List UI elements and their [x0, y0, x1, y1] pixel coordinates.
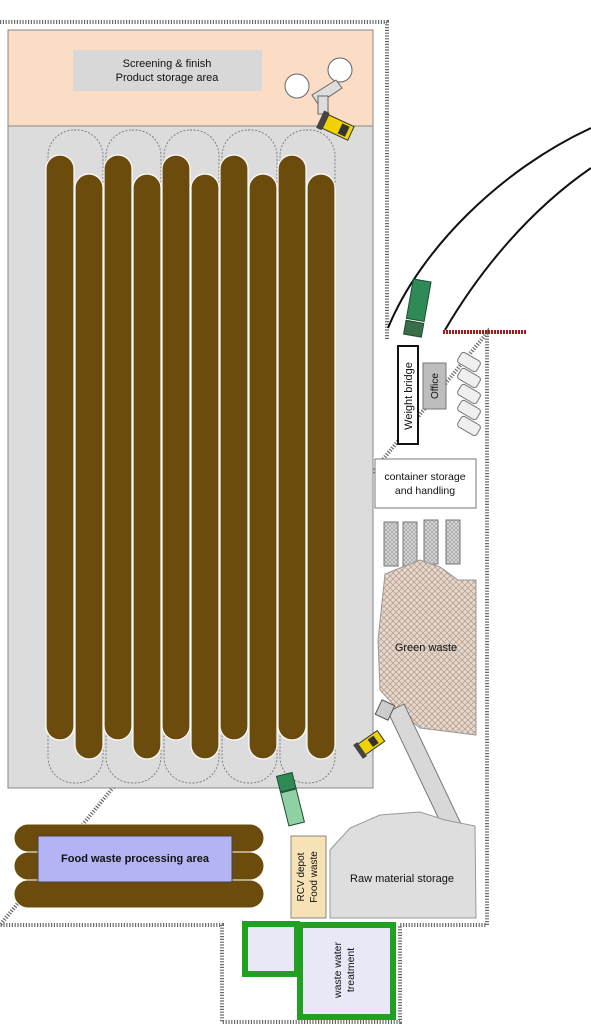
loader-icon [316, 110, 355, 141]
screening-label-line1: Screening & finish [123, 58, 212, 70]
shredder-conveyor [374, 699, 463, 835]
weight-bridge-label: Weight bridge [403, 362, 415, 430]
car-icon [457, 367, 481, 389]
raw-material-storage [329, 811, 477, 919]
site-boundary [0, 20, 489, 1024]
weight-bridge [397, 345, 419, 445]
screening-label-line2: Product storage area [116, 72, 220, 84]
wastewater-label-line2: treatment [345, 948, 357, 992]
wastewater-tank-small [242, 921, 300, 977]
car-icon [457, 415, 481, 437]
windrow-piles [45, 154, 336, 760]
rcv-depot [290, 835, 327, 919]
car-icon [457, 383, 481, 405]
loader-icon [353, 729, 386, 759]
rcv-label-line1: RCV depot [296, 852, 307, 901]
green-waste-label: Green waste [395, 642, 457, 654]
food-waste-processing-area [37, 835, 233, 883]
access-road [387, 127, 591, 331]
car-icon [457, 399, 481, 421]
container-skips [383, 519, 461, 567]
wastewater-label-line1: waste water [332, 941, 344, 999]
raw-material-label: Raw material storage [350, 873, 454, 885]
rcv-label-line2: Food waste [309, 851, 320, 903]
turner-machine-icon [284, 57, 353, 115]
parked-cars [457, 351, 481, 437]
container-label-line2: and handling [395, 485, 455, 497]
truck-icon [275, 771, 306, 827]
office-label: Office [430, 373, 441, 399]
container-label-line1: container storage [384, 471, 465, 483]
car-icon [457, 351, 481, 373]
food-waste-label: Food waste processing area [61, 853, 210, 865]
windrow-tracks [47, 129, 336, 784]
truck-icon [403, 278, 432, 338]
wastewater-treatment [297, 922, 396, 1020]
green-waste-area [377, 559, 477, 736]
screening-label-box [73, 50, 262, 91]
container-storage [374, 458, 477, 509]
office [422, 362, 447, 410]
